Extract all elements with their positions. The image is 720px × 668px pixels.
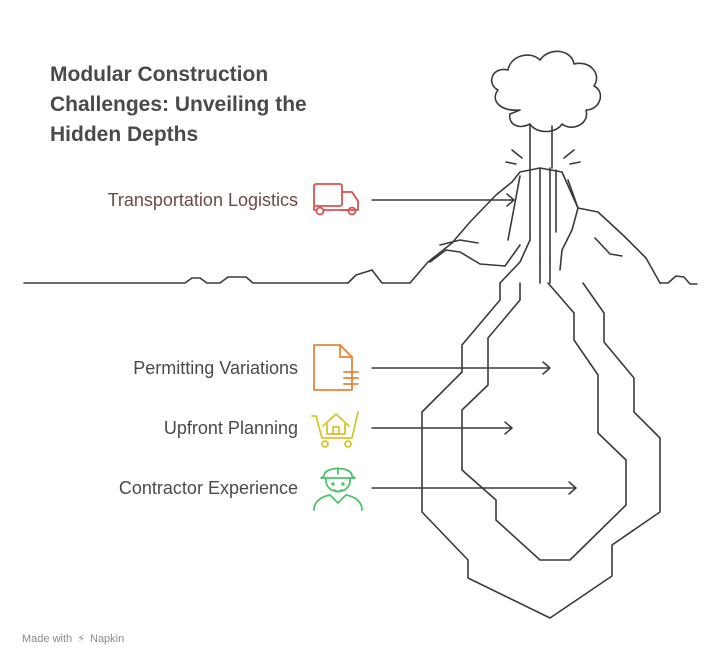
eruption-cloud — [490, 50, 602, 133]
footer-brand: Napkin — [90, 633, 125, 645]
iceberg-outer — [421, 282, 661, 619]
truck-icon — [313, 183, 359, 216]
ground-line-right — [659, 275, 698, 285]
label-contractor-experience: Contractor Experience — [118, 478, 298, 498]
lava-conduit — [529, 167, 557, 263]
label-permitting-variations: Permitting Variations — [133, 358, 298, 378]
arrow-transportation-logistics — [371, 193, 515, 207]
volcano-outline — [409, 167, 661, 284]
label-transportation-logistics: Transportation Logistics — [107, 190, 298, 210]
arrow-upfront-planning — [371, 421, 513, 435]
arrow-permitting-variations — [371, 361, 551, 375]
construction-worker-icon — [313, 467, 363, 511]
diagram-title: Modular Construction Challenges: Unveili… — [50, 63, 307, 146]
ground-line — [23, 269, 411, 284]
document-icon — [313, 344, 359, 391]
iceberg-inner — [461, 282, 627, 561]
footer-made-with: Made with — [22, 633, 73, 645]
label-upfront-planning: Upfront Planning — [163, 418, 298, 438]
footer-credit: Made with ⚡ Napkin — [22, 632, 124, 645]
napkin-logo-icon: ⚡ — [77, 633, 85, 645]
house-cart-icon — [311, 411, 359, 448]
arrow-contractor-experience — [371, 481, 577, 495]
